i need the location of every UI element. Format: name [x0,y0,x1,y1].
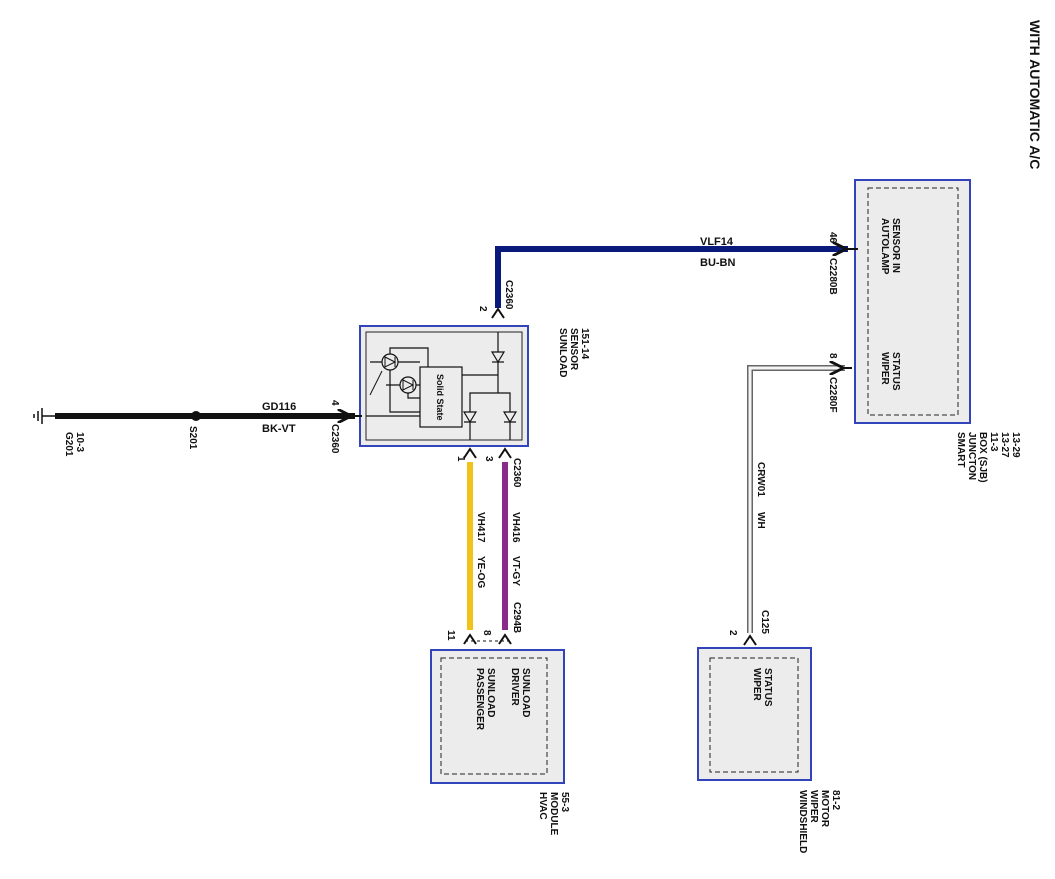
sjb-name: SMART JUNCTON BOX (SJB) 11-3 13-27 13-29 [955,432,1021,485]
crw01-color: WH [755,512,766,529]
sunload-pin-1: 1 [455,456,466,462]
hvac-passenger-label: PASSENGER SUNLOAD [474,668,496,733]
sjb-autolamp-label: AUTOLAMP SENSOR IN [879,218,901,277]
hvac-driver-label: DRIVER SUNLOAD [509,668,531,717]
sunload-sensor: Solid State SUNLOAD SENSOR 151-14 [359,325,590,447]
vh416-circuit: VH416 [510,512,521,543]
splice-s201 [191,411,201,421]
sunload-ground-pin: 4 [329,400,340,406]
wiper-motor-module: WIPER STATUS WINDSHIELD WIPER MOTOR 81-2 [697,647,841,856]
hvac-module: PASSENGER SUNLOAD DRIVER SUNLOAD HVAC MO… [430,649,570,838]
vh416-color: VT-GY [510,556,521,586]
vh417-color: YE-OG [475,556,486,588]
solid-state-label: Solid State [435,374,445,421]
sjb-autolamp-pin: 46 [827,232,838,244]
vh417-circuit: VH417 [475,512,486,543]
gd116-circuit: GD116 [262,401,296,413]
sunload-name: SUNLOAD SENSOR 151-14 [557,328,590,380]
wire-crw01: 8 C2280F CRW01 WH C125 2 [727,353,852,646]
hvac-name: HVAC MODULE 55-3 [537,792,570,838]
sunload-top-connector: C2360 [503,280,514,310]
hvac-pin-driver: 8 [481,630,492,636]
gd116-color: BK-VT [262,423,296,435]
sjb-module: SMART JUNCTON BOX (SJB) 11-3 13-27 13-29… [854,179,1021,485]
sunload-bottom-connector: C2360 [511,458,522,488]
sunload-top-pin: 2 [477,306,488,312]
vlf14-color: BU-BN [700,257,735,269]
wiper-motor-pin: 2 [727,630,738,636]
wiper-motor-connector: C125 [759,610,770,634]
vlf14-circuit: VLF14 [700,236,734,248]
ground-name: G201 10-3 [63,432,85,459]
sunload-ground-connector: C2360 [329,424,340,454]
diagram-title: WITH AUTOMATIC A/C [1027,20,1043,169]
sjb-wiper-pin: 8 [827,353,838,359]
wiper-motor-status: WIPER STATUS [751,668,773,707]
wire-vlf14: VLF14 BU-BN 46 C2280B C2360 2 [477,232,858,319]
ground-icon [33,408,55,424]
wire-gd116: GD116 BK-VT 4 C2360 S201 G201 10-3 [33,400,362,459]
wire-vh417: VH417 YE-OG 1 11 [445,447,486,645]
hvac-pin-passenger: 11 [445,630,456,641]
sunload-pin-3: 3 [483,456,494,462]
hvac-connector: C294B [511,602,522,633]
sjb-autolamp-connector: C2280B [827,258,838,295]
wire-vh416: VH416 VT-GY 3 C2360 8 C294B [465,447,522,645]
crw01-circuit: CRW01 [755,462,766,497]
wiper-motor-name: WINDSHIELD WIPER MOTOR 81-2 [797,790,841,856]
sjb-wiper-connector: C2280F [827,377,838,413]
sjb-wiper-label: WIPER STATUS [879,352,901,391]
splice-name: S201 [187,426,198,450]
